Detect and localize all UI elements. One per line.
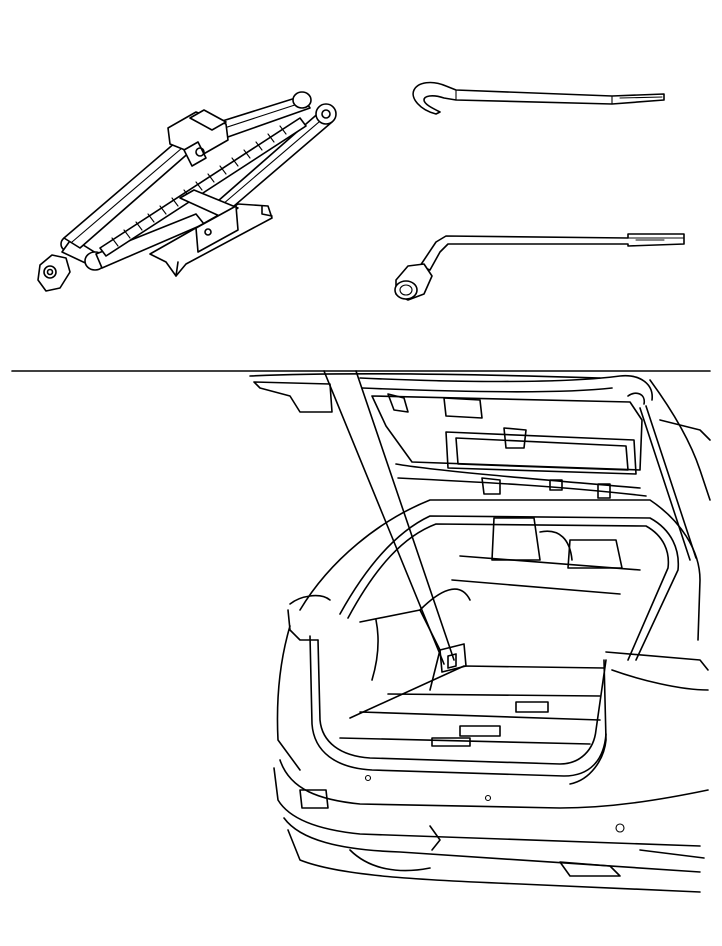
vehicle-rear-cargo-icon bbox=[249, 370, 711, 893]
jack-handle-icon bbox=[412, 81, 665, 115]
scissor-jack-icon bbox=[37, 91, 337, 292]
wheel-nut-wrench-icon bbox=[394, 233, 685, 301]
